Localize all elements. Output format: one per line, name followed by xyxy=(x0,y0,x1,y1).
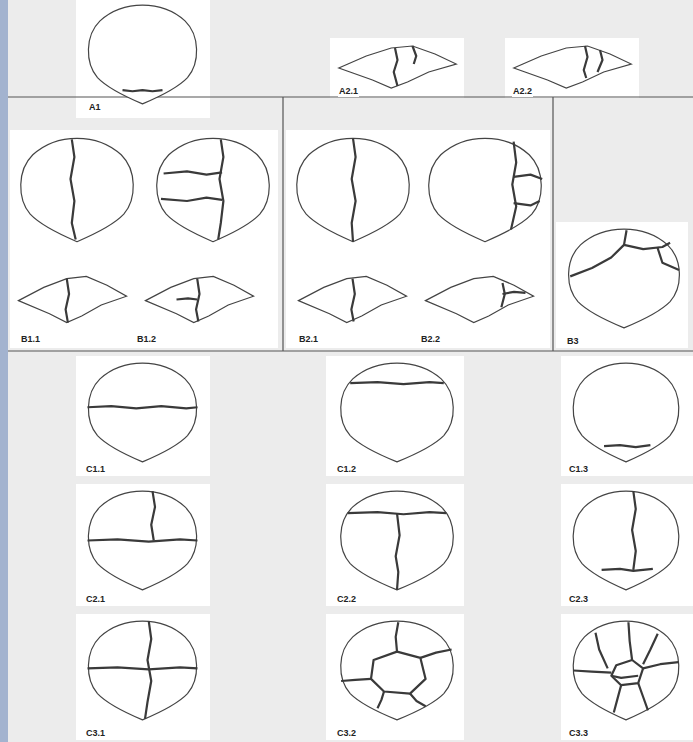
figure-label: C2.2 xyxy=(336,594,357,605)
figure-grounds xyxy=(10,0,693,740)
patella-b1-1 xyxy=(18,276,126,322)
patella-a1 xyxy=(88,5,196,104)
patella-a2-1 xyxy=(339,46,457,88)
patella-c1-2 xyxy=(341,363,453,462)
patella-b2-2 xyxy=(425,276,533,322)
side-strip xyxy=(0,0,8,742)
figure-label: B1.1 xyxy=(20,334,41,345)
panel-dividers xyxy=(8,97,693,351)
figure-label: C2.3 xyxy=(568,594,589,605)
patella-b1-front xyxy=(21,138,133,241)
figure-label: C3.3 xyxy=(568,728,589,739)
patella-b1-2 xyxy=(145,276,253,322)
patella-c2-1 xyxy=(88,491,198,590)
patella-c3-2 xyxy=(341,621,453,720)
patella-c2-2 xyxy=(341,491,453,590)
figure-label: C3.2 xyxy=(336,728,357,739)
figure-label: B3 xyxy=(566,336,580,347)
patella-b2-1 xyxy=(298,276,406,322)
figure-label: B2.1 xyxy=(298,334,319,345)
figure-label: C1.3 xyxy=(568,464,589,475)
patella-b2-front xyxy=(297,138,409,241)
patella-c3-3 xyxy=(573,621,679,720)
figure-label: B1.2 xyxy=(136,334,157,345)
figure-label: A2.1 xyxy=(338,86,359,97)
figure-label: C1.2 xyxy=(336,464,357,475)
figure-label: C3.1 xyxy=(85,728,106,739)
patella-c1-1 xyxy=(88,363,198,462)
patella-b2-front xyxy=(429,138,542,241)
patella-c2-3 xyxy=(573,491,679,590)
patella-c1-3 xyxy=(573,363,679,462)
patella-b1-front xyxy=(157,138,269,241)
figure-label: A1 xyxy=(88,102,102,113)
patella-a2-2 xyxy=(514,46,632,88)
figure-label: C1.1 xyxy=(85,464,106,475)
figure-label: C2.1 xyxy=(85,594,106,605)
patella-c3-1 xyxy=(88,621,198,720)
figure-label: A2.2 xyxy=(512,86,533,97)
figure-label: B2.2 xyxy=(420,334,441,345)
patella-b3 xyxy=(569,229,680,328)
